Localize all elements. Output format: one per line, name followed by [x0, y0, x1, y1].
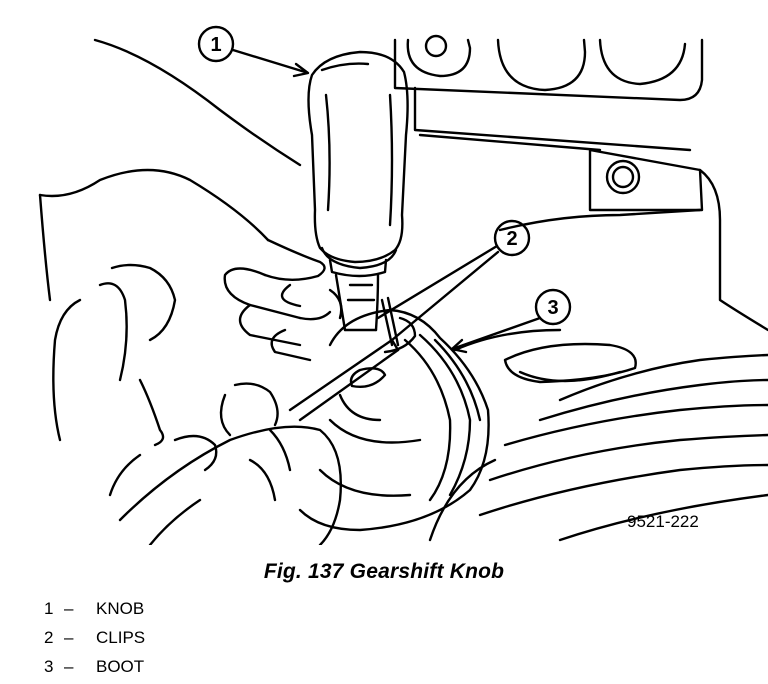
console-area: [428, 328, 768, 542]
shift-lever: [334, 273, 400, 347]
legend-item-knob: 1 – KNOB: [44, 594, 145, 623]
legend-number: 2: [44, 628, 54, 647]
screwdriver: [288, 338, 400, 422]
callout-3: [450, 288, 572, 354]
dashboard-panel: [393, 34, 768, 332]
figure-caption: Fig. 137 Gearshift Knob: [263, 560, 505, 583]
legend-item-clips: 2 – CLIPS: [44, 623, 145, 652]
callout-2-label: 2: [506, 228, 517, 250]
callout-1-label: 1: [210, 34, 221, 56]
legend: 1 – KNOB 2 – CLIPS 3 – BOOT: [44, 594, 145, 681]
legend-label: CLIPS: [96, 628, 146, 647]
callout-2: [376, 219, 531, 342]
upper-hand: [38, 38, 343, 362]
shift-knob: [307, 50, 409, 278]
legend-number: 1: [44, 599, 54, 618]
lower-hand: [52, 263, 342, 545]
legend-dash: –: [64, 628, 74, 647]
legend-number: 3: [44, 657, 54, 676]
figure-number: 9521-222: [627, 512, 699, 531]
legend-label: BOOT: [96, 657, 145, 676]
gearshift-knob-illustration: 1 2 3 9521-222: [38, 25, 768, 545]
legend-label: KNOB: [96, 599, 145, 618]
legend-dash: –: [64, 599, 74, 618]
callout-3-label: 3: [547, 297, 558, 319]
callout-1: [197, 25, 310, 78]
legend-dash: –: [64, 657, 74, 676]
legend-item-boot: 3 – BOOT: [44, 652, 145, 681]
